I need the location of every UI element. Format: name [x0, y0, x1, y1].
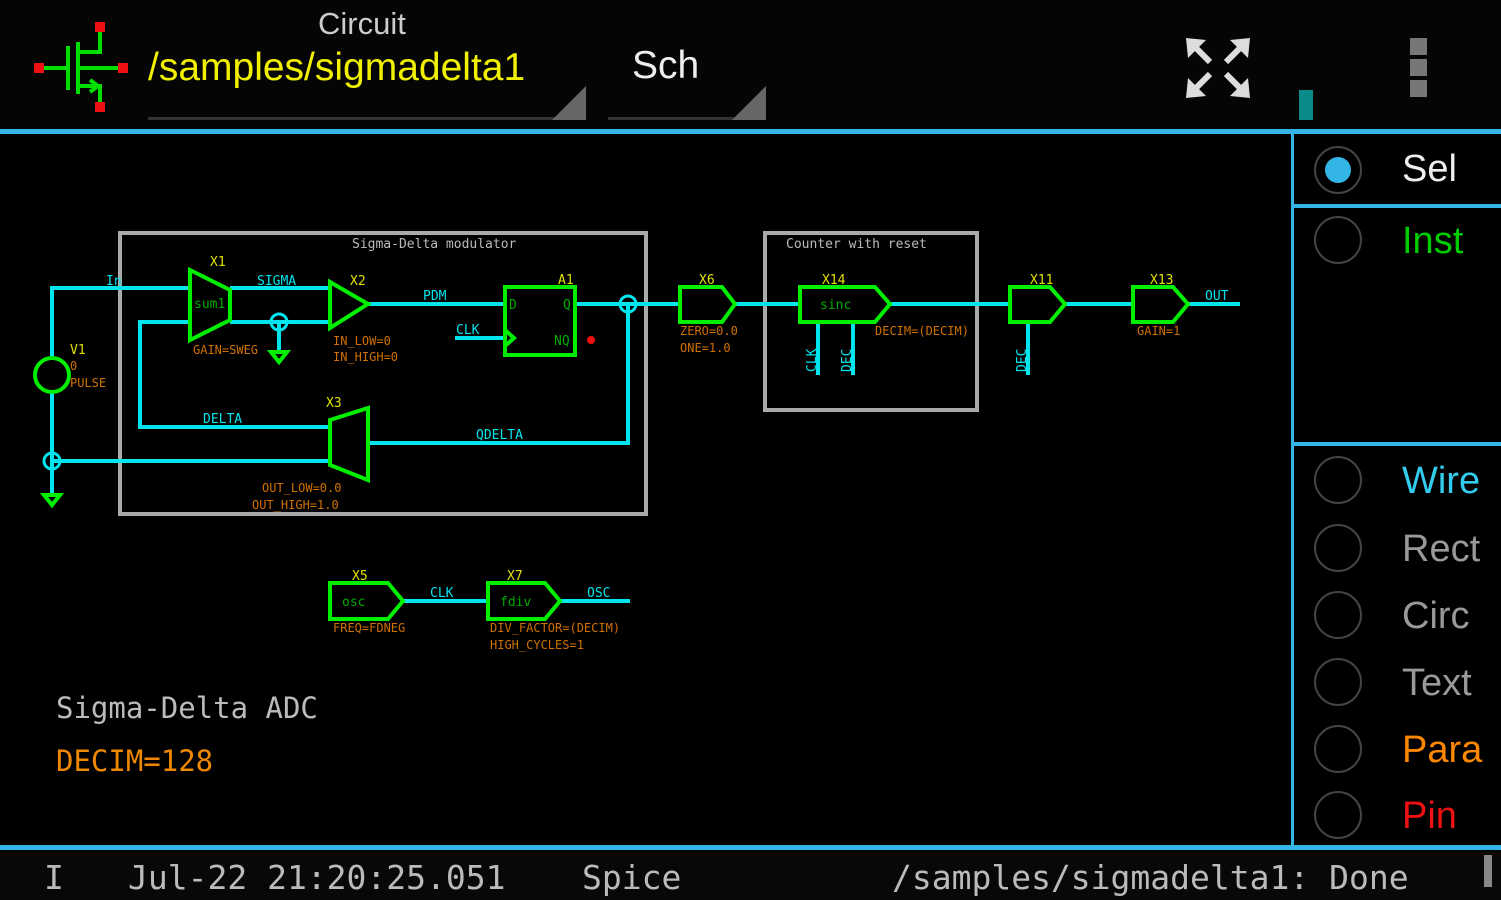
schematic-parameter-text[interactable]: DECIM=128: [56, 744, 213, 778]
subcircuit-box-modulator[interactable]: [118, 231, 648, 516]
schematic-title-text[interactable]: Sigma-Delta ADC: [56, 691, 318, 725]
instance-param: GAIN=1: [1137, 324, 1180, 338]
circuit-path: /samples/sigmadelta1: [148, 46, 526, 89]
net-label: OSC: [587, 586, 610, 601]
status-tool: Spice: [582, 858, 682, 897]
instance-name: X1: [210, 255, 226, 270]
tool-radio-circ[interactable]: [1314, 591, 1362, 639]
tool-radio-pin[interactable]: [1314, 791, 1362, 839]
instance-param: DIV_FACTOR=(DECIM): [490, 621, 620, 635]
tool-label-inst[interactable]: Inst: [1402, 220, 1464, 262]
instance-inner: sinc: [820, 298, 851, 313]
instance-name: X6: [699, 273, 715, 288]
tool-label-sel[interactable]: Sel: [1402, 148, 1457, 190]
view-mode-label: Sch: [632, 44, 700, 87]
net-label: CLK: [430, 586, 454, 601]
tool-radio-inst[interactable]: [1314, 216, 1362, 264]
net-label: CLK: [805, 348, 820, 372]
spinner-dropdown-icon: [552, 86, 586, 120]
subcircuit-box-counter[interactable]: [763, 231, 979, 412]
divider: [0, 129, 1501, 134]
instance-param: GAIN=SWEG: [193, 343, 258, 357]
expand-arrows-icon[interactable]: [1184, 36, 1252, 100]
view-mode-spinner[interactable]: Sch: [608, 0, 766, 126]
tool-label-wire[interactable]: Wire: [1402, 460, 1481, 502]
mosfet-transistor-icon[interactable]: [32, 20, 132, 115]
instance-name: X14: [822, 273, 846, 288]
instance-param: DECIM=(DECIM): [875, 324, 969, 338]
spinner-dropdown-icon: [732, 86, 766, 120]
pin-label: Q: [563, 298, 571, 313]
tool-radio-sel[interactable]: [1314, 146, 1362, 194]
tool-label-circ[interactable]: Circ: [1402, 595, 1470, 637]
net-label: CLK: [456, 323, 480, 338]
instance-param: PULSE: [70, 376, 106, 390]
schematic-drawing[interactable]: Sigma-Delta modulator Counter with reset: [0, 0, 1291, 845]
radio-selected-dot: [1325, 157, 1351, 183]
tool-radio-wire[interactable]: [1314, 456, 1362, 504]
tool-label-text[interactable]: Text: [1402, 662, 1472, 704]
net-label: In: [106, 274, 122, 289]
overflow-menu-icon[interactable]: [1410, 38, 1434, 100]
instance-inner: fdiv: [500, 595, 531, 610]
spinner-underline: [608, 117, 766, 120]
status-message: /samples/sigmadelta1: Done: [892, 858, 1409, 897]
tool-radio-text[interactable]: [1314, 658, 1362, 706]
instance-name: X13: [1150, 273, 1173, 288]
circuit-spinner[interactable]: Circuit /samples/sigmadelta1: [148, 0, 586, 126]
status-level: I: [44, 858, 64, 897]
divider: [0, 845, 1501, 850]
instance-param: IN_HIGH=0: [333, 350, 398, 364]
instance-name: X7: [507, 569, 523, 584]
divider: [1294, 442, 1501, 446]
instance-param: 0: [70, 359, 77, 373]
pin-label: NQ: [554, 334, 570, 349]
instance-param: ZERO=0.0: [680, 324, 738, 338]
instance-inner: sum1: [194, 297, 225, 312]
status-scrollbar[interactable]: [1484, 855, 1492, 887]
net-label: SIGMA: [257, 274, 296, 289]
status-timestamp: Jul-22 21:20:25.051: [128, 858, 506, 897]
net-label: DEC: [1015, 349, 1030, 372]
instance-inner: osc: [342, 595, 365, 610]
instance-param: ONE=1.0: [680, 341, 731, 355]
status-bar: I Jul-22 21:20:25.051 Spice /samples/sig…: [0, 850, 1501, 900]
junction-dots: [42, 294, 638, 471]
instance-name: X3: [326, 396, 342, 411]
box-label: Sigma-Delta modulator: [352, 237, 517, 252]
instance-name: X11: [1030, 273, 1053, 288]
box-label: Counter with reset: [786, 237, 927, 252]
spinner-underline: [148, 117, 586, 120]
net-label: OUT: [1205, 289, 1229, 304]
activity-indicator: [1299, 90, 1313, 120]
instance-name: X2: [350, 274, 366, 289]
symbols[interactable]: [33, 266, 1191, 621]
net-label: QDELTA: [476, 428, 523, 443]
net-label: DELTA: [203, 412, 242, 427]
tool-label-pin[interactable]: Pin: [1402, 795, 1457, 837]
instance-param: OUT_HIGH=1.0: [252, 498, 339, 512]
tool-radio-rect[interactable]: [1314, 524, 1362, 572]
divider: [1294, 204, 1501, 208]
instance-param: IN_LOW=0: [333, 334, 391, 348]
tool-panel: Sel Inst Wire Rect Circ Text Para Pin: [1291, 134, 1501, 845]
instance-param: FREQ=FDNEG: [333, 621, 405, 635]
tool-label-rect[interactable]: Rect: [1402, 528, 1481, 570]
pin-label: D: [509, 298, 517, 313]
pin-marker: [587, 336, 595, 344]
instance-name: V1: [70, 343, 86, 358]
tool-label-para[interactable]: Para: [1402, 729, 1483, 771]
instance-param: HIGH_CYCLES=1: [490, 638, 584, 652]
net-label: PDM: [423, 289, 447, 304]
action-bar: Circuit /samples/sigmadelta1 Sch: [0, 0, 1501, 130]
tool-radio-para[interactable]: [1314, 725, 1362, 773]
wires[interactable]: [50, 286, 1240, 603]
net-label: DEC: [840, 349, 855, 372]
instance-name: A1: [558, 273, 574, 288]
instance-param: OUT_LOW=0.0: [262, 481, 341, 495]
circuit-caption: Circuit: [318, 6, 406, 41]
instance-name: X5: [352, 569, 368, 584]
